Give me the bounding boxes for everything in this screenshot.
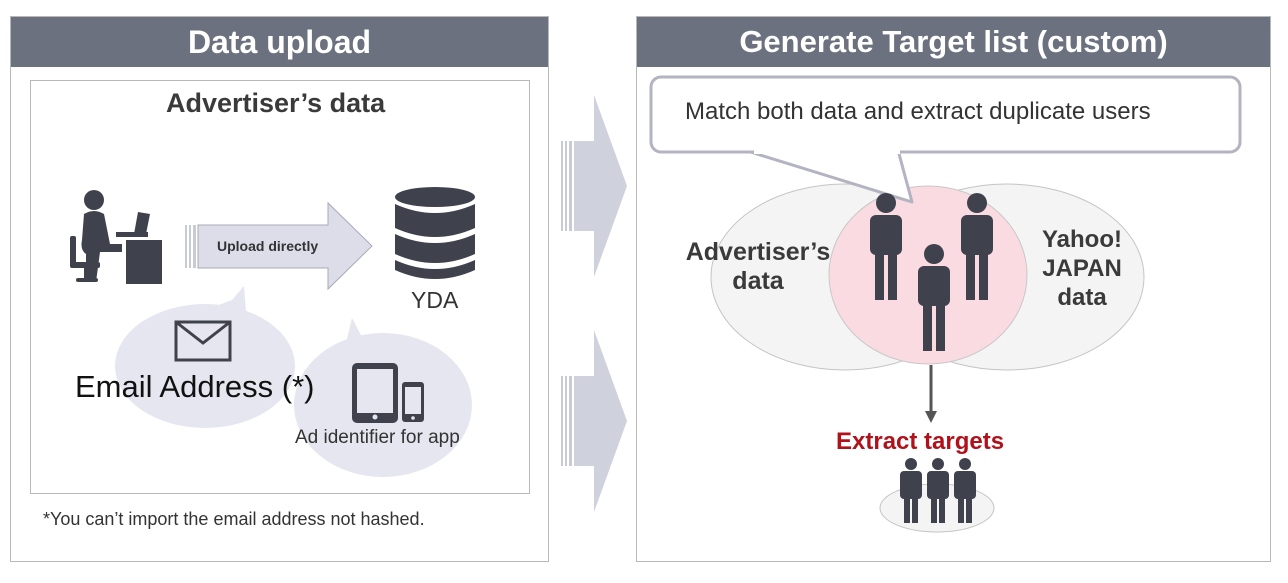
callout-box	[649, 75, 1242, 154]
callout-text: Match both data and extract duplicate us…	[685, 98, 1151, 125]
yahoo-label-line3: data	[1057, 284, 1107, 311]
person-icon	[870, 193, 902, 300]
advertiser-data-label: Advertiser’s data	[680, 238, 836, 296]
advertiser-data-label-line2: data	[732, 267, 784, 295]
generate-target-panel: Generate Target list (custom)	[636, 16, 1271, 562]
envelope-icon	[174, 320, 232, 362]
extract-targets-label: Extract targets	[836, 428, 1005, 455]
extract-arrow	[925, 365, 937, 423]
advertiser-data-label-line1: Advertiser’s	[685, 238, 831, 266]
data-upload-header: Data upload	[11, 17, 548, 67]
footnote: *You can’t import the email address not …	[43, 509, 425, 529]
email-bubble	[115, 286, 295, 428]
yahoo-japan-data-label: Yahoo! JAPAN data	[1030, 225, 1134, 312]
smartphone-icon	[402, 382, 424, 422]
advertiser-data-title: Advertiser’s data	[166, 88, 386, 118]
yda-label: YDA	[411, 287, 459, 313]
target-person-icon	[900, 458, 922, 523]
upload-directly-label: Upload directly	[217, 238, 319, 254]
flow-arrow-bottom	[561, 330, 627, 512]
database-icon	[395, 187, 475, 279]
yahoo-label-line2: JAPAN	[1042, 255, 1122, 282]
generate-target-header: Generate Target list (custom)	[637, 17, 1270, 67]
target-person-icon	[927, 458, 949, 523]
target-person-icon	[954, 458, 976, 523]
person-icon	[961, 193, 993, 300]
data-upload-panel: Data upload	[10, 16, 549, 562]
upload-arrow	[185, 201, 373, 291]
email-address-label: Email Address (*)	[75, 369, 315, 404]
person-icon	[918, 244, 950, 351]
ad-identifier-label: Ad identifier for app	[295, 427, 460, 448]
flow-arrow-top	[561, 95, 627, 277]
person-at-desk-icon	[70, 190, 162, 284]
advertiser-data-box	[30, 80, 530, 494]
tablet-icon	[352, 363, 398, 423]
yahoo-label-line1: Yahoo!	[1041, 226, 1122, 253]
